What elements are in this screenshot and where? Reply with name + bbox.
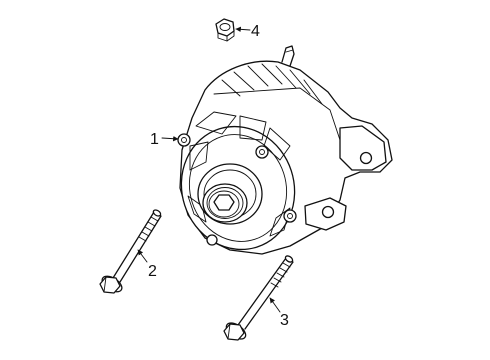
callout-1: 1 <box>150 131 179 148</box>
callout-1-label: 1 <box>150 131 159 148</box>
long-bolt-part <box>99 209 162 294</box>
callout-3-label: 3 <box>280 312 289 329</box>
callout-2-label: 2 <box>148 263 157 280</box>
callout-4: 4 <box>235 23 260 40</box>
short-bolt-part <box>223 255 294 341</box>
callout-3: 3 <box>269 297 289 329</box>
callout-4-label: 4 <box>251 23 260 40</box>
alternator-part <box>177 45 393 255</box>
nut-part <box>215 18 235 42</box>
callout-2: 2 <box>137 249 157 280</box>
